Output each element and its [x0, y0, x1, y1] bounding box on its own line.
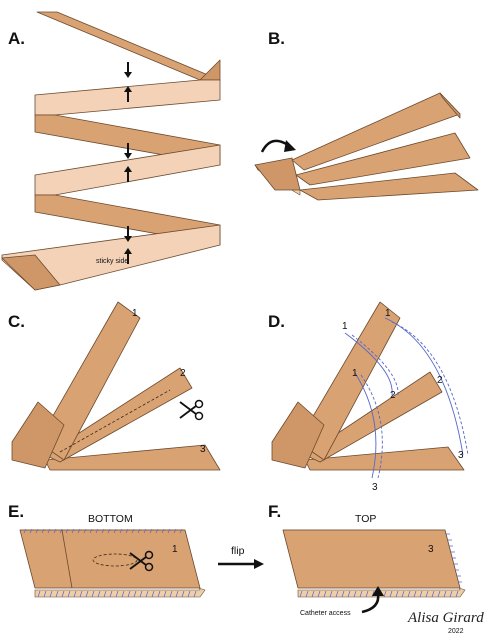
d-label-3a: 3 — [458, 450, 464, 461]
e-caption: BOTTOM — [88, 513, 133, 525]
f-flap-3-label: 3 — [428, 544, 434, 555]
panel-c-letter: C. — [8, 312, 25, 331]
panel-e: E. BOTTOM 1 — [8, 502, 206, 598]
panel-d-letter: D. — [268, 312, 285, 331]
e-cut-ellipse — [92, 553, 138, 567]
f-pad — [282, 529, 461, 589]
e-top-stitching — [23, 528, 183, 534]
f-side-stitching — [446, 533, 462, 583]
layer-3 — [299, 172, 479, 201]
flap-3 — [44, 444, 221, 471]
d-label-2a: 2 — [437, 375, 443, 386]
signature-name: Alisa Girard — [407, 610, 484, 626]
arrow-pair-2 — [124, 143, 132, 182]
folded-base — [11, 401, 65, 469]
panel-f-letter: F. — [268, 502, 281, 521]
e-bottom-stitching — [37, 590, 197, 598]
seam-arc-1a — [344, 332, 393, 396]
flap-2-label: 2 — [180, 368, 186, 379]
panel-f: F. TOP 3 Catheter access — [268, 502, 466, 617]
arrow-pair-3 — [124, 226, 132, 264]
flap-1 — [297, 301, 401, 461]
signature-year: 2022 — [448, 628, 464, 635]
e-fold-line — [61, 529, 73, 589]
strip-end-fold — [1, 254, 61, 291]
flip-arrow: flip — [218, 545, 264, 569]
panel-a: A. sticky side — [1, 11, 221, 291]
panel-e-letter: E. — [8, 502, 24, 521]
flap-1-label: 1 — [132, 308, 138, 319]
catheter-arrow — [361, 593, 380, 614]
catheter-access-label: Catheter access — [300, 610, 351, 617]
stack-base — [254, 157, 301, 191]
fold-1 — [199, 59, 221, 81]
d-label-1a: 1 — [385, 308, 391, 319]
e-flap-1-label: 1 — [172, 544, 178, 555]
panel-c: C. 1 2 3 — [8, 301, 221, 471]
sticky-side-label: sticky side — [96, 258, 128, 265]
curved-arrow-head — [284, 140, 296, 152]
panel-b: B. — [254, 29, 479, 201]
panel-a-letter: A. — [8, 29, 25, 48]
cut-line — [59, 389, 171, 453]
flap-3-label: 3 — [200, 444, 206, 455]
d-label-1b: 1 — [342, 321, 348, 332]
panel-b-letter: B. — [268, 29, 285, 48]
e-pad — [19, 529, 201, 589]
catheter-arrow-head — [372, 586, 384, 596]
scissors-icon — [129, 550, 154, 572]
f-caption: TOP — [355, 513, 376, 525]
flap-2 — [44, 367, 193, 463]
layer-1-end — [439, 92, 461, 119]
flip-label: flip — [231, 545, 245, 557]
signature: Alisa Girard 2022 — [407, 610, 484, 635]
flap-1 — [37, 301, 141, 461]
d-label-2b: 2 — [390, 390, 396, 401]
folded-base — [271, 401, 325, 469]
panel-d: D. 1 1 1 2 2 3 3 — [268, 301, 469, 493]
flap-3 — [304, 446, 465, 471]
seam-arc-1b — [351, 334, 399, 396]
arrow-pair-1 — [124, 62, 132, 102]
d-label-3b: 3 — [372, 482, 378, 493]
seam-arc-3a — [354, 372, 377, 479]
seam-arc-2b — [391, 321, 469, 456]
f-bottom-stitching — [299, 590, 459, 598]
d-label-1c: 1 — [352, 368, 358, 379]
seam-arc-3b — [360, 374, 383, 479]
scissors-icon — [179, 399, 204, 421]
layer-2 — [295, 132, 471, 186]
